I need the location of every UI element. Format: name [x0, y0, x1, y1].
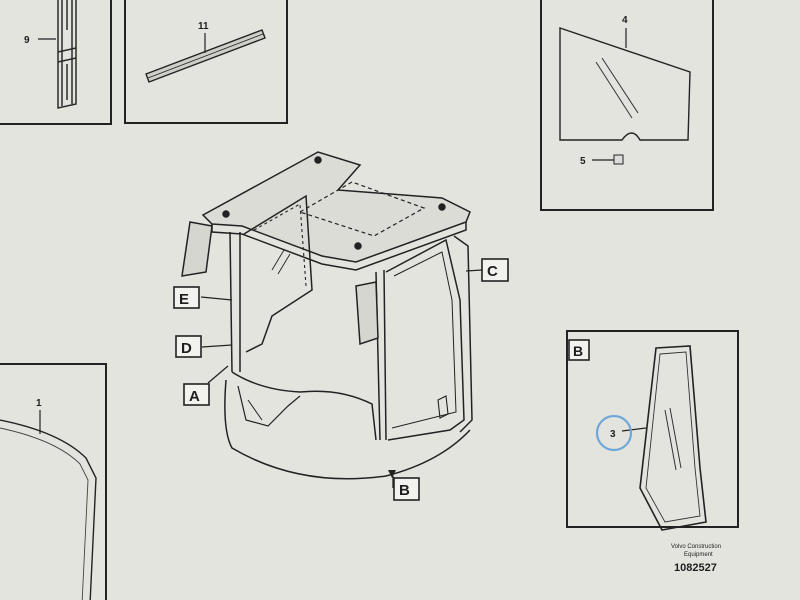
cab-label-d: D: [175, 335, 233, 358]
panel-detail-b: B 3: [566, 330, 739, 531]
windshield-drawing: [0, 419, 97, 600]
footer-branding: Volvo Construction Equipment 1082527: [671, 544, 721, 574]
detail-b-label-box: [568, 339, 590, 361]
label-b: B: [399, 482, 410, 499]
clip-part-drawing: [613, 154, 624, 165]
footer-company-line1: Volvo Construction: [671, 544, 721, 550]
cab-label-c: C: [465, 258, 509, 282]
highlight-circle: [595, 414, 633, 452]
label-a: A: [189, 388, 200, 405]
detail-b-label: B: [573, 343, 583, 359]
footer-part-number: 1082527: [674, 562, 717, 574]
panel-windshield: 1: [0, 363, 107, 600]
label-c: C: [487, 263, 498, 280]
callout-1: 1: [36, 398, 42, 409]
callout-9: 9: [24, 35, 30, 46]
callout-4: 4: [622, 15, 628, 26]
label-e: E: [179, 291, 189, 308]
footer-company-line2: Equipment: [684, 552, 713, 558]
panel-seal-strip: 9: [0, 0, 112, 125]
panel-trim-strip: 11: [124, 0, 288, 124]
panel-rear-glass: 4 5: [540, 0, 714, 211]
cab-drawing: [181, 151, 473, 480]
side-window-drawing: [639, 345, 707, 531]
cab-label-a: A: [183, 365, 229, 406]
leader-line: [621, 427, 647, 432]
cab-label-e: E: [173, 286, 233, 309]
cab-label-b: B: [388, 470, 420, 501]
seal-strip-drawing: [57, 0, 77, 109]
callout-5: 5: [580, 156, 586, 167]
callout-11: 11: [198, 21, 209, 32]
rear-glass-drawing: [559, 27, 691, 141]
label-d: D: [181, 340, 192, 357]
callout-3: 3: [610, 429, 616, 440]
